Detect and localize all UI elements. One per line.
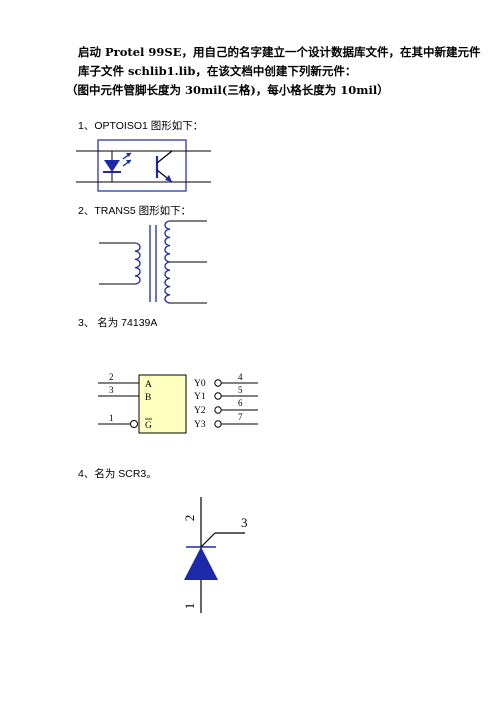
caption-74139a: 3、 名为 74139A <box>78 317 158 329</box>
pin-number-1: 1 <box>109 413 114 423</box>
caption-optoiso1: 1、OPTOISO1 图形如下： <box>78 120 204 132</box>
ic-74139a-symbol: 2 3 1 A B G Y0 Y1 Y2 Y3 4 5 6 7 <box>98 372 258 434</box>
pin-name-y0: Y0 <box>194 379 206 389</box>
intro-line-3: （图中元件管脚长度为 30mil(三格)，每小格长度为 10mil） <box>66 83 389 97</box>
pin-number-2: 2 <box>109 372 114 382</box>
scr-pin-label-3: 3 <box>241 515 248 530</box>
scr-triangle-icon <box>184 547 218 580</box>
ic-body <box>138 374 187 434</box>
intro-line-1: 启动 Protel 99SE，用自己的名字建立一个设计数据库文件，在其中新建元件 <box>78 45 481 59</box>
g-inversion-bubble <box>130 420 138 428</box>
optoiso1-outline <box>97 139 187 192</box>
scr3-symbol: 2 3 1 <box>182 497 248 613</box>
scr-pin-label-2: 2 <box>182 515 197 522</box>
pin-name-y2: Y2 <box>194 406 206 416</box>
gate-diagonal <box>200 532 216 548</box>
pin-name-g: G <box>145 421 152 431</box>
pin-name-y1: Y1 <box>194 392 206 402</box>
caption-trans5: 2、TRANS5 图形如下： <box>78 205 192 217</box>
pin-name-y3: Y3 <box>194 420 206 430</box>
pin-number-7: 7 <box>238 412 243 422</box>
pin-name-a: A <box>145 380 152 390</box>
pin-number-3: 3 <box>109 385 114 395</box>
led-triangle-icon <box>104 160 120 172</box>
scr-pin-label-1: 1 <box>182 603 197 610</box>
optoiso1-symbol <box>76 139 211 192</box>
intro-line-2: 库子文件 schlib1.lib，在该文档中创建下列新元件： <box>78 64 357 78</box>
pin-number-4: 4 <box>238 372 243 382</box>
pin-name-b: B <box>145 393 151 403</box>
secondary-coil <box>164 220 171 304</box>
emitter-arrow-icon <box>165 175 172 182</box>
caption-scr3: 4、名为 SCR3。 <box>78 468 157 480</box>
pin-number-6: 6 <box>238 398 243 408</box>
pin-number-5: 5 <box>238 385 243 395</box>
trans5-symbol <box>99 220 207 304</box>
primary-coil <box>134 242 141 285</box>
